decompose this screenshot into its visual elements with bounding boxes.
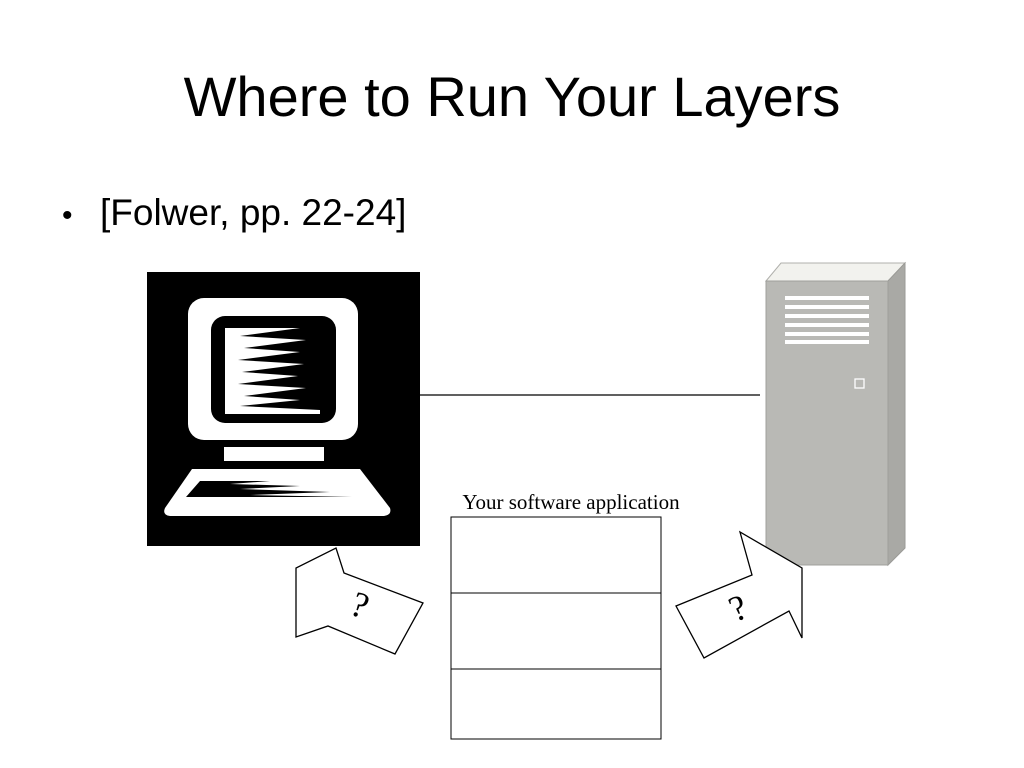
server-top [764,262,907,282]
left-question-arrow: ? [295,547,424,655]
bullet-dot: • [62,199,73,232]
server-power-button [854,378,865,389]
slide-title: Where to Run Your Layers [183,65,841,128]
server-front [765,280,889,566]
server-vent [785,296,869,344]
layer-stack [450,516,662,740]
keyboard-highlight [186,481,352,497]
software-application-label: Your software application [462,490,680,514]
right-arrow-shape [675,530,803,659]
server-side [887,261,906,567]
desktop-computer-icon [147,272,420,546]
bullet-list: • [Folwer, pp. 22-24] [62,190,406,239]
server-tower-icon [764,261,907,567]
bullet-text: [Folwer, pp. 22-24] [100,192,407,233]
monitor-stand [224,447,324,461]
layer-box [450,516,662,594]
bullet-item: • [Folwer, pp. 22-24] [62,190,406,239]
right-question-arrow: ? [675,530,803,659]
left-arrow-shape [295,547,424,655]
screen-highlight [225,328,320,414]
layer-box [450,592,662,670]
layer-box [450,668,662,740]
